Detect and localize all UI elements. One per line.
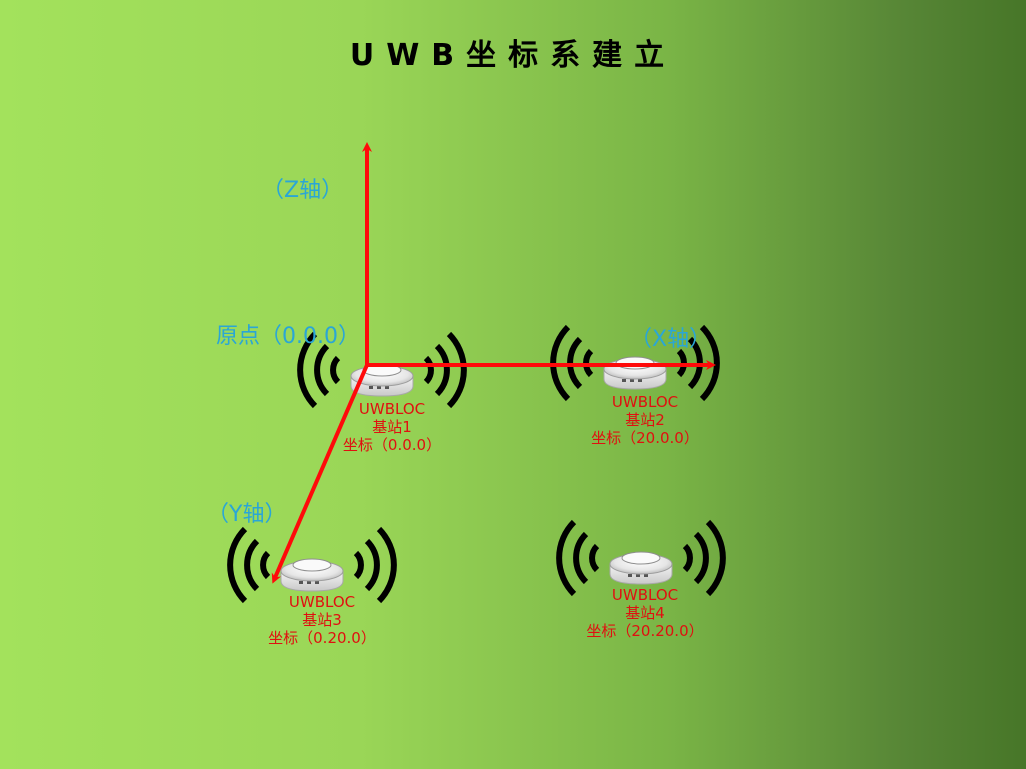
station-3-label: UWBLOC 基站3 坐标（0.20.0） bbox=[232, 593, 412, 647]
station-name: 基站4 bbox=[625, 604, 665, 622]
station-name: 基站2 bbox=[625, 411, 665, 429]
station-name: 基站3 bbox=[302, 611, 342, 629]
station-model: UWBLOC bbox=[288, 593, 356, 611]
station-coord: 坐标（20.20.0） bbox=[586, 622, 704, 640]
y-axis-arrow bbox=[271, 364, 369, 584]
station-3-device bbox=[230, 529, 394, 601]
station-name: 基站1 bbox=[372, 418, 412, 436]
station-model: UWBLOC bbox=[611, 393, 679, 411]
station-4-label: UWBLOC 基站4 坐标（20.20.0） bbox=[555, 586, 735, 640]
origin-label: 原点（0.0.0） bbox=[216, 324, 360, 349]
station-1-label: UWBLOC 基站1 坐标（0.0.0） bbox=[302, 400, 482, 454]
station-coord: 坐标（20.0.0） bbox=[591, 429, 699, 447]
station-4-device bbox=[559, 522, 723, 594]
z-axis-label: （Z轴） bbox=[262, 178, 344, 203]
slide-title: UWB坐标系建立 bbox=[349, 38, 677, 73]
station-coord: 坐标（0.20.0） bbox=[268, 629, 376, 647]
station-2-label: UWBLOC 基站2 坐标（20.0.0） bbox=[555, 393, 735, 447]
y-axis-label: （Y轴） bbox=[207, 502, 287, 527]
station-model: UWBLOC bbox=[611, 586, 679, 604]
station-model: UWBLOC bbox=[358, 400, 426, 418]
station-coord: 坐标（0.0.0） bbox=[342, 436, 442, 454]
x-axis-label: （X轴） bbox=[630, 327, 712, 352]
